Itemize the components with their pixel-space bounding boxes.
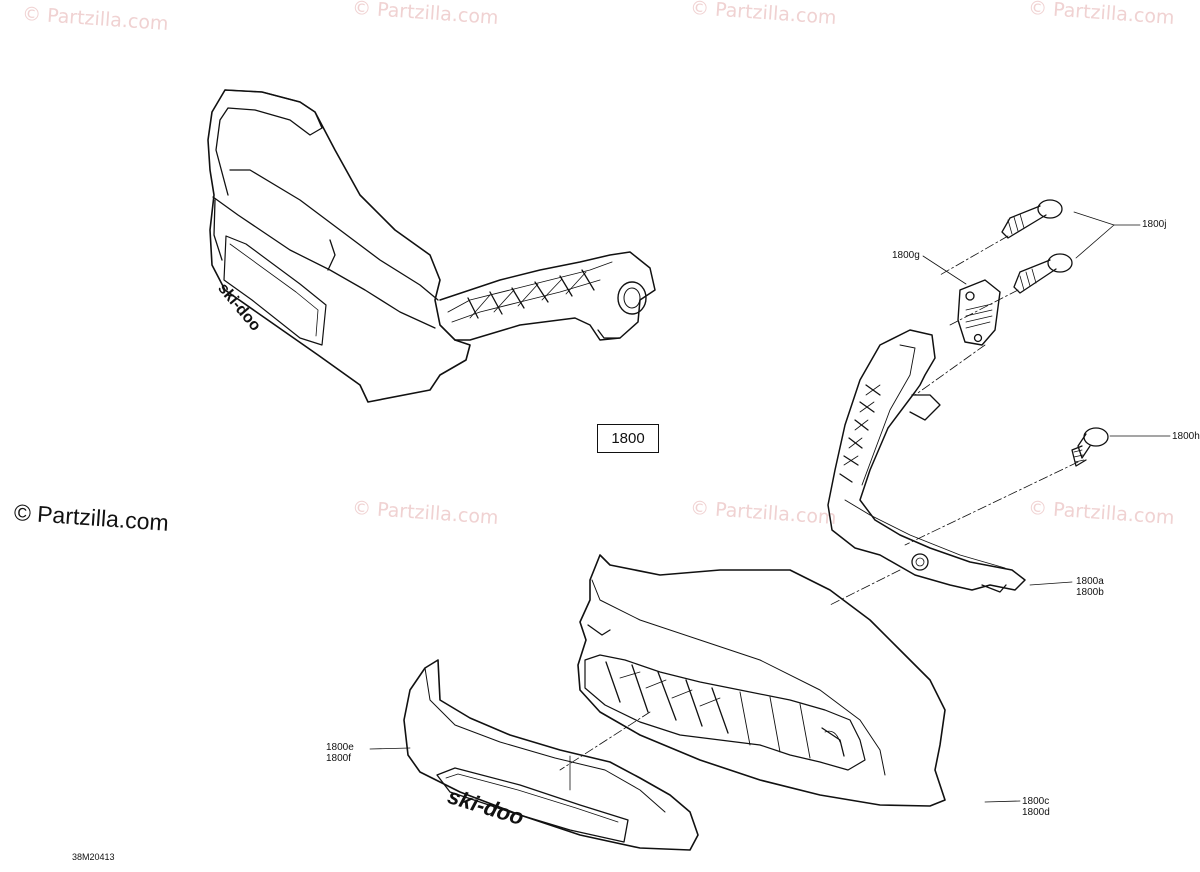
callout-1800b[interactable]: 1800b (1076, 587, 1104, 598)
callout-1800c[interactable]: 1800c (1022, 796, 1050, 807)
callout-1800a[interactable]: 1800a (1076, 576, 1104, 587)
mount-bar-1800a (827, 329, 1026, 593)
callout-1800d[interactable]: 1800d (1022, 807, 1050, 818)
callout-1800f[interactable]: 1800f (326, 753, 352, 764)
screw-1800h (1071, 427, 1109, 467)
reference-box: 1800 (597, 424, 659, 453)
callout-1800h[interactable]: 1800h (1172, 431, 1200, 442)
clamp-1800g (957, 279, 1001, 346)
assembly-lines (559, 235, 1079, 771)
callout-1800g[interactable]: 1800g (892, 250, 920, 261)
cover-1800e (403, 659, 699, 851)
handguard-upper-left (207, 89, 656, 403)
callout-1800j[interactable]: 1800j (1142, 219, 1167, 230)
leader-lines (369, 211, 1171, 803)
callout-1800e[interactable]: 1800e (326, 742, 354, 753)
bolt-1800j-upper (1001, 199, 1063, 239)
drawing-code: 38M20413 (72, 852, 115, 862)
bolt-1800j-lower (1013, 253, 1073, 294)
deflector-1800c (577, 554, 946, 807)
